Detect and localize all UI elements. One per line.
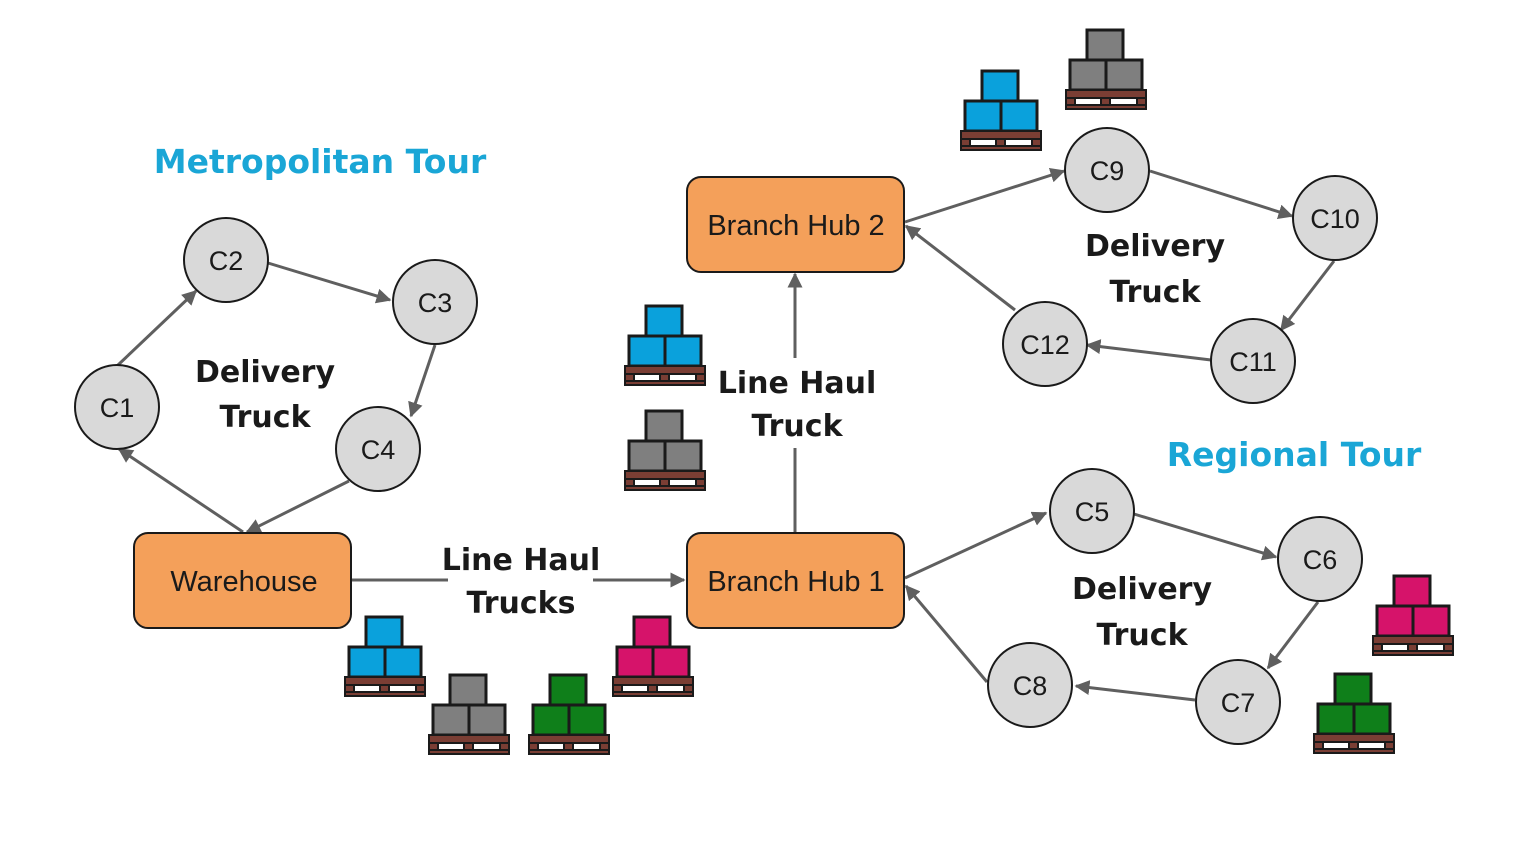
warehouse-node: Warehouse [133,532,352,629]
customer-node-c7: C7 [1195,659,1281,745]
edge-c6-c7 [1266,601,1320,670]
customer-node-c4: C4 [335,406,421,492]
customer-node-c12: C12 [1002,301,1088,387]
edge-c10-c11 [1279,260,1336,332]
line-haul-label-bottom: Line Haul [442,543,601,578]
customer-node-c8: C8 [987,642,1073,728]
edge-c8-branch-hub-1 [904,584,989,683]
pallet-icon [1065,28,1147,110]
customer-label-c6: C6 [1303,545,1338,575]
line-haul-trucks-label-bg [448,540,593,618]
metropolitan-tour-title: Metropolitan Tour [154,142,487,181]
customer-label-c11: C11 [1229,347,1277,377]
pallet-icon [624,304,706,386]
edge-c5-c6 [1133,512,1278,561]
customer-label-c3: C3 [418,288,453,318]
edge-c3-c4 [408,344,437,418]
customer-label-c10: C10 [1310,204,1360,234]
customer-node-c11: C11 [1210,318,1296,404]
hub2-delivery-label: Delivery [1085,229,1226,264]
customer-label-c5: C5 [1075,497,1110,527]
customer-label-c9: C9 [1090,156,1125,186]
customer-node-c1: C1 [74,364,160,450]
customer-label-c7: C7 [1221,688,1256,718]
edge-branch-hub-1-c5 [904,511,1048,580]
edge-c1-c2 [116,289,198,367]
edge-c4-warehouse [245,479,350,534]
pallet-icon [612,615,694,697]
customer-node-c2: C2 [183,217,269,303]
metro-truck-label: Truck [219,400,311,435]
pallet-icon [344,615,426,697]
pallet-icon [428,673,510,755]
warehouse-label: Warehouse [170,566,317,598]
branch-hub-1-node: Branch Hub 1 [686,532,905,629]
edge-c12-branch-hub-2 [904,224,1016,312]
line-haul-truck-label-bg [726,358,868,448]
customer-node-c6: C6 [1277,516,1363,602]
customer-label-c8: C8 [1013,671,1048,701]
customer-node-c10: C10 [1292,175,1378,261]
customer-node-c3: C3 [392,259,478,345]
regional-tour-title: Regional Tour [1167,435,1422,474]
truck-label-vertical: Truck [751,409,843,444]
customer-label-c2: C2 [209,246,244,276]
customer-label-c12: C12 [1020,330,1070,360]
regional-truck-label: Truck [1096,618,1188,653]
customer-label-c4: C4 [361,435,396,465]
hub2-truck-label: Truck [1109,275,1201,310]
branch-hub-2-node: Branch Hub 2 [686,176,905,273]
edge-branch-hub-2-c9 [904,167,1066,224]
pallet-icons [344,28,1454,755]
pallet-icon [528,673,610,755]
metro-delivery-label: Delivery [195,355,336,390]
branch-hub-1-label: Branch Hub 1 [707,566,884,598]
branch-hub-2-label: Branch Hub 2 [707,210,884,242]
pallet-icon [960,69,1042,151]
customer-label-c1: C1 [100,393,135,423]
regional-delivery-label: Delivery [1072,572,1213,607]
pallet-icon [624,409,706,491]
customer-node-c9: C9 [1064,127,1150,213]
customer-node-c5: C5 [1049,468,1135,554]
trucks-label: Trucks [467,586,576,621]
line-haul-label-vertical: Line Haul [718,366,877,401]
edge-c11-c12 [1085,339,1212,362]
edge-c2-c3 [267,261,392,304]
edge-warehouse-c1 [117,447,244,534]
edge-c7-c8 [1074,680,1196,702]
pallet-icon [1372,574,1454,656]
edge-c9-c10 [1149,169,1294,220]
pallet-icon [1313,672,1395,754]
